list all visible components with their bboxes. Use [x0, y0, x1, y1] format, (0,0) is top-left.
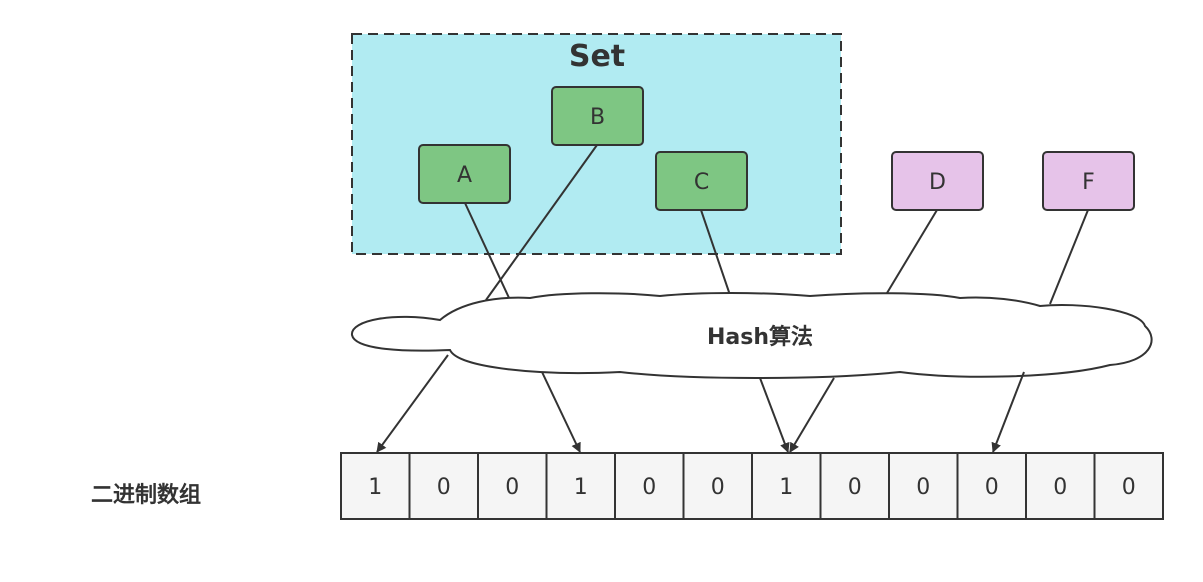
hash-cloud-label: Hash算法 — [707, 324, 813, 350]
bit-cell-value: 0 — [1053, 475, 1067, 500]
node-d-label: D — [929, 170, 946, 195]
node-a-label: A — [457, 163, 472, 188]
arrow-to-cell-10 — [991, 371, 1025, 453]
node-d: D — [891, 151, 984, 211]
node-d-box — [891, 151, 984, 211]
bit-cell: 1 — [545, 452, 616, 520]
bit-cell-value: 0 — [1122, 475, 1136, 500]
bit-cell-value: 0 — [848, 475, 862, 500]
bit-cell: 0 — [888, 452, 959, 520]
hash-cloud-shape — [351, 292, 1153, 379]
bit-cell: 0 — [1093, 452, 1164, 520]
line-d-to-hash — [883, 209, 938, 299]
node-c: C — [655, 151, 748, 211]
bit-cell-box — [819, 452, 890, 520]
bit-cell: 0 — [956, 452, 1027, 520]
bit-cell-value: 0 — [711, 475, 725, 500]
bit-cell: 0 — [1025, 452, 1096, 520]
bit-cell-box — [340, 452, 411, 520]
bit-cell-box — [545, 452, 616, 520]
bit-cell: 1 — [340, 452, 411, 520]
bit-cell-value: 0 — [505, 475, 519, 500]
arrow-c-to-cell-7 — [759, 377, 790, 453]
bit-cell-box — [614, 452, 685, 520]
bit-cell-box — [888, 452, 959, 520]
bit-cell-value: 0 — [437, 475, 451, 500]
line-a-to-hash — [464, 202, 511, 301]
arrow-to-cell-4 — [541, 371, 581, 453]
bit-cell: 0 — [614, 452, 685, 520]
bit-cell-value: 1 — [574, 475, 588, 500]
bit-cell-value: 1 — [779, 475, 793, 500]
bit-cell-box — [1025, 452, 1096, 520]
node-a: A — [418, 144, 511, 204]
bit-cell-value: 1 — [368, 475, 382, 500]
hash-cloud: Hash算法 — [351, 292, 1153, 379]
node-b-label: B — [590, 105, 605, 130]
bit-cell: 0 — [408, 452, 479, 520]
line-b-to-hash — [485, 144, 598, 301]
line-f-to-hash — [1049, 209, 1089, 305]
bit-cell-box — [1093, 452, 1164, 520]
bit-cell: 0 — [477, 452, 548, 520]
set-title: Set — [569, 39, 625, 74]
bit-array-label: 二进制数组 — [91, 482, 201, 508]
bit-cell-value: 0 — [642, 475, 656, 500]
arrow-to-cell-1 — [376, 354, 449, 453]
node-c-box — [655, 151, 748, 211]
node-c-label: C — [694, 170, 709, 195]
bit-cell-value: 0 — [985, 475, 999, 500]
node-f-box — [1042, 151, 1135, 211]
bit-cell-box — [408, 452, 479, 520]
node-a-box — [418, 144, 511, 204]
arrow-d-to-cell-7 — [789, 377, 835, 453]
hash-to-array-arrows — [376, 354, 1025, 453]
node-b: B — [551, 86, 644, 146]
node-f-label: F — [1082, 170, 1095, 195]
bit-cell: 0 — [682, 452, 753, 520]
bit-cell: 1 — [751, 452, 822, 520]
bit-cell-box — [682, 452, 753, 520]
line-c-to-hash — [700, 209, 732, 299]
bit-cell: 0 — [819, 452, 890, 520]
node-to-hash-lines — [464, 144, 1089, 305]
node-b-box — [551, 86, 644, 146]
bit-array: 1 0 0 1 0 0 1 0 0 0 0 0 — [340, 452, 1164, 520]
node-f: F — [1042, 151, 1135, 211]
bit-cell-value: 0 — [916, 475, 930, 500]
